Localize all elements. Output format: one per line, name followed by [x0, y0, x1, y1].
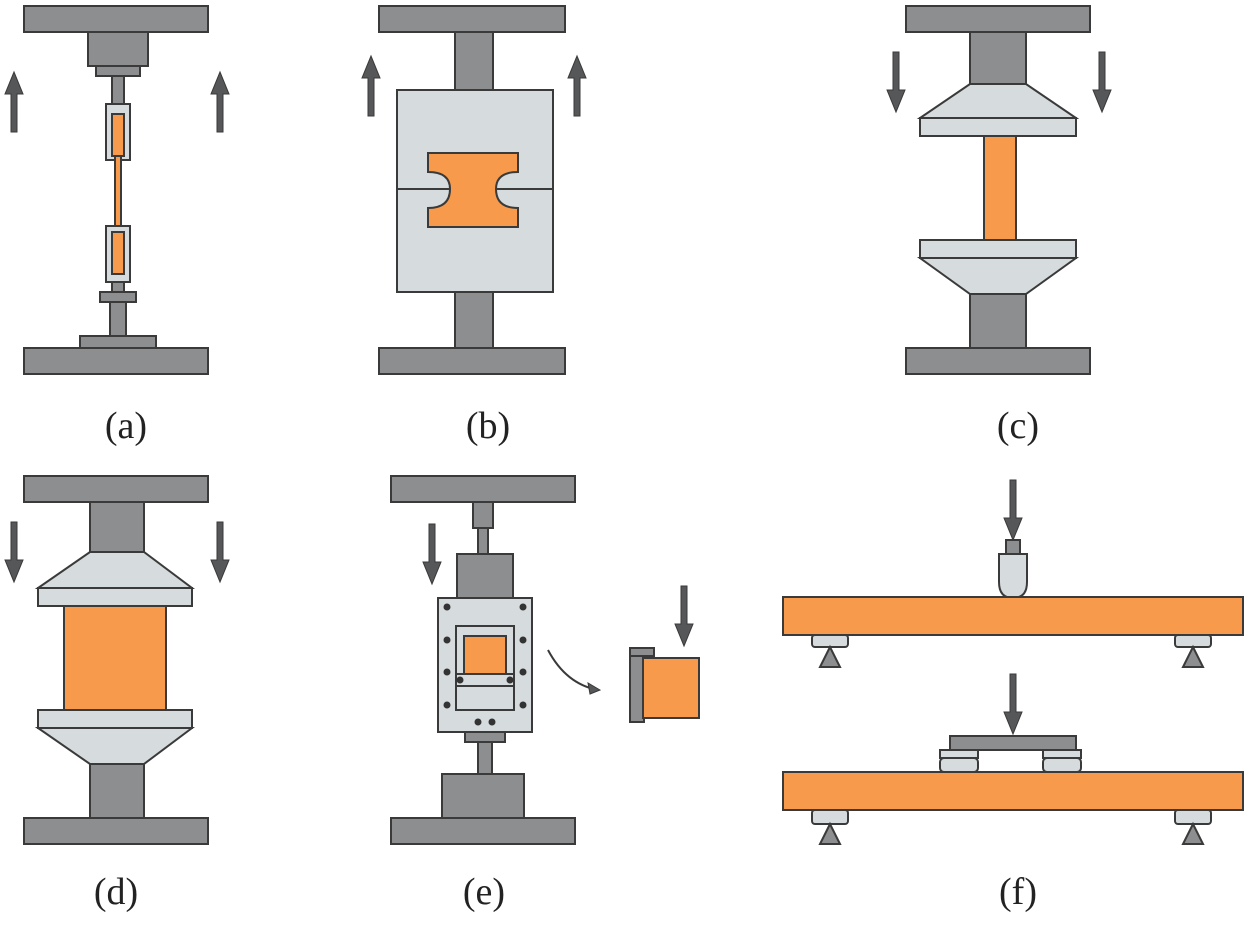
panel-d-compression-block: [4, 475, 230, 845]
left-loading-roller-cap: [939, 749, 979, 759]
panel-e-shear-fixture: [390, 475, 700, 845]
lower-column: [454, 291, 494, 349]
upper-actuator: [87, 31, 149, 67]
specimen-lower-tab: [111, 231, 125, 275]
specimen-square: [463, 635, 507, 675]
bottom-crosshead: [23, 347, 209, 375]
lower-platen: [919, 239, 1077, 259]
right-loading-roller: [1042, 757, 1082, 773]
panel-label-d: (d): [93, 871, 139, 913]
arrow-down-icon: [1003, 673, 1023, 735]
upper-adapter: [472, 501, 494, 529]
left-support-icon: [818, 644, 842, 668]
right-loading-roller-cap: [1042, 749, 1082, 759]
arrow-down-icon: [422, 523, 442, 585]
top-crosshead: [390, 475, 576, 503]
bottom-crosshead: [390, 817, 576, 845]
panel-label-b: (b): [465, 405, 511, 447]
detail-clamp-top: [629, 647, 655, 657]
left-loading-roller: [939, 757, 979, 773]
lower-platen: [37, 709, 193, 729]
lower-column: [109, 301, 127, 337]
panel-a-tensile-test: [4, 5, 230, 375]
fixture-bolts: [443, 603, 527, 726]
panel-b-tension-fixture: [361, 5, 587, 375]
three-point-bending: [782, 479, 1244, 668]
upper-platen-cone: [916, 83, 1080, 119]
loading-nose: [998, 553, 1028, 600]
specimen-upper-tab: [111, 113, 125, 157]
lower-column: [89, 763, 145, 819]
upper-rod: [477, 527, 489, 555]
upper-column: [454, 31, 494, 91]
panel-label-c: (c): [996, 405, 1040, 447]
top-crosshead: [23, 5, 209, 33]
beam-specimen: [782, 771, 1244, 811]
arrow-up-icon: [361, 55, 381, 117]
lower-platen-cone: [916, 257, 1080, 295]
upper-platen-cone: [34, 551, 195, 589]
lower-rod: [111, 281, 125, 293]
detail-specimen: [642, 657, 700, 719]
bottom-crosshead: [23, 817, 209, 845]
arrow-down-icon: [1092, 51, 1112, 113]
lower-adapter: [464, 731, 506, 743]
panel-c-compression-column: [886, 5, 1112, 375]
clamp-bar: [455, 673, 515, 687]
beam-specimen: [782, 596, 1244, 636]
detail-view: [629, 585, 700, 723]
upper-platen: [919, 117, 1077, 137]
detail-pointer-head-icon: [587, 682, 602, 695]
right-support-icon: [1181, 644, 1205, 668]
right-support-icon: [1181, 821, 1205, 845]
arrow-down-icon: [1003, 479, 1023, 541]
upper-adapter: [95, 65, 141, 77]
panel-f-bending-tests: [782, 479, 1244, 845]
upper-rod: [111, 75, 125, 105]
left-support-icon: [818, 821, 842, 845]
arrow-down-icon: [674, 585, 694, 647]
lower-column: [969, 293, 1027, 349]
four-point-bending: [782, 673, 1244, 845]
arrow-up-icon: [210, 71, 230, 133]
upper-column: [89, 501, 145, 553]
arrow-down-icon: [4, 521, 24, 583]
upper-actuator: [456, 553, 514, 599]
arrow-down-icon: [886, 51, 906, 113]
lower-actuator: [441, 773, 525, 819]
panel-label-a: (a): [104, 405, 148, 447]
specimen-column: [983, 135, 1017, 241]
loading-pin-holder: [1005, 539, 1021, 555]
upper-platen: [37, 587, 193, 607]
upper-column: [969, 31, 1027, 85]
top-crosshead: [23, 475, 209, 503]
arrow-down-icon: [210, 521, 230, 583]
top-crosshead: [378, 5, 566, 33]
specimen-gauge: [114, 155, 122, 231]
detail-clamp: [629, 647, 645, 723]
panel-label-e: (e): [462, 871, 506, 913]
arrow-up-icon: [4, 71, 24, 133]
bottom-crosshead: [378, 347, 566, 375]
arrow-up-icon: [567, 55, 587, 117]
specimen-dogbone: [427, 152, 519, 228]
base-plate: [79, 335, 157, 349]
panel-label-f: (f): [999, 871, 1037, 913]
specimen-block: [63, 605, 167, 711]
top-crosshead: [905, 5, 1091, 33]
lower-adapter: [99, 291, 137, 303]
lower-rod: [477, 741, 493, 775]
bottom-crosshead: [905, 347, 1091, 375]
loading-spreader-beam: [949, 735, 1077, 751]
lower-platen-cone: [34, 727, 195, 765]
